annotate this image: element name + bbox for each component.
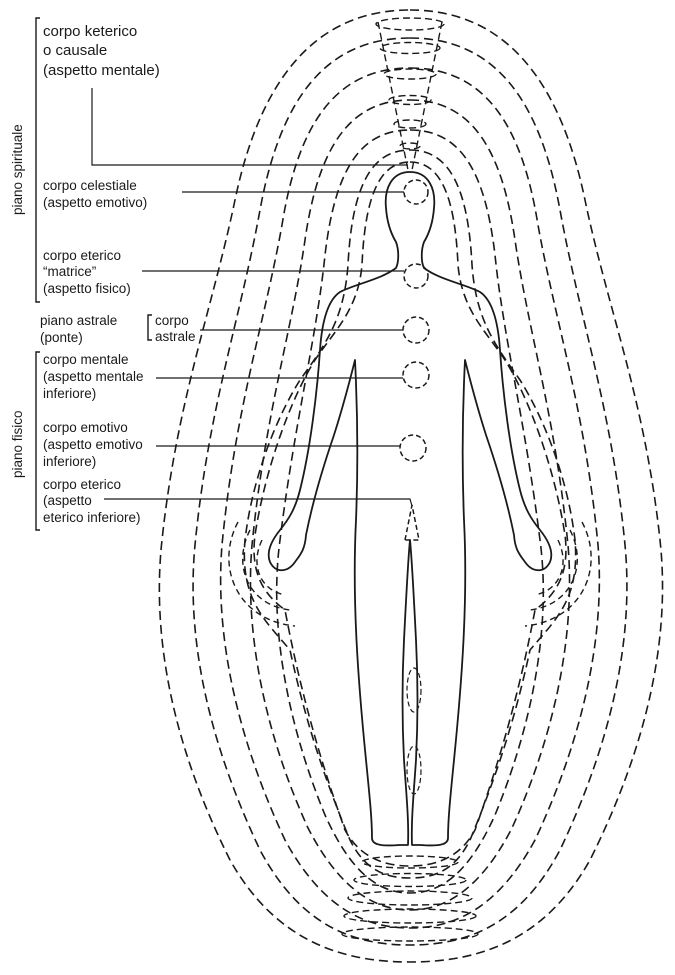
svg-text:“matrice”: “matrice” bbox=[43, 264, 96, 279]
spiritual-bracket bbox=[35, 17, 40, 303]
label-emotional: corpo emotivo (aspetto emotivo inferiore… bbox=[43, 420, 143, 469]
label-celestial: corpo celestiale (aspetto emotivo) bbox=[43, 178, 147, 210]
human-body-outline bbox=[267, 171, 553, 847]
svg-text:(ponte): (ponte) bbox=[40, 330, 83, 345]
side-brackets bbox=[35, 17, 152, 531]
aura-layer-6 bbox=[192, 37, 628, 946]
svg-text:(aspetto fisico): (aspetto fisico) bbox=[43, 281, 131, 296]
svg-text:corpo eterico: corpo eterico bbox=[43, 477, 121, 492]
svg-text:o causale: o causale bbox=[43, 42, 107, 59]
leader-keteric bbox=[91, 88, 408, 166]
leader-etheric bbox=[104, 498, 413, 507]
ground-cone bbox=[341, 855, 479, 942]
svg-text:(aspetto emotivo: (aspetto emotivo bbox=[43, 437, 143, 452]
svg-text:corpo keterico: corpo keterico bbox=[43, 23, 137, 40]
chakra-root bbox=[404, 504, 420, 541]
side-label-physical: piano fisico bbox=[10, 410, 25, 478]
label-etheric: corpo eterico (aspetto eterico inferiore… bbox=[43, 477, 141, 525]
leader-lines bbox=[91, 88, 413, 507]
svg-text:(aspetto mentale): (aspetto mentale) bbox=[43, 62, 160, 79]
aura-layer-2 bbox=[243, 149, 577, 879]
svg-text:inferiore): inferiore) bbox=[43, 454, 96, 469]
svg-text:corpo emotivo: corpo emotivo bbox=[43, 420, 128, 435]
label-astral-body: corpo astrale bbox=[155, 313, 196, 344]
physical-bracket bbox=[35, 351, 40, 531]
svg-text:corpo celestiale: corpo celestiale bbox=[43, 178, 137, 193]
svg-text:corpo: corpo bbox=[155, 313, 189, 328]
chakras bbox=[399, 179, 430, 541]
astral-bracket bbox=[147, 314, 152, 341]
svg-text:piano astrale: piano astrale bbox=[40, 313, 117, 328]
hand-auras bbox=[228, 521, 592, 627]
svg-text:astrale: astrale bbox=[155, 329, 196, 344]
aura-layers bbox=[158, 9, 664, 963]
svg-text:inferiore): inferiore) bbox=[43, 386, 96, 401]
leg-details bbox=[406, 667, 422, 795]
svg-text:eterico inferiore): eterico inferiore) bbox=[43, 510, 141, 525]
chakra-throat bbox=[403, 263, 429, 289]
label-astral-plane: piano astrale (ponte) bbox=[40, 313, 117, 345]
chakra-solar bbox=[402, 361, 430, 389]
side-label-spiritual: piano spirituale bbox=[10, 124, 25, 215]
crown-cone bbox=[375, 17, 445, 171]
svg-text:(aspetto: (aspetto bbox=[43, 493, 92, 508]
svg-text:corpo eterico: corpo eterico bbox=[43, 248, 121, 263]
chakra-heart bbox=[402, 316, 430, 344]
label-keteric: corpo keterico o causale (aspetto mental… bbox=[43, 23, 160, 79]
chakra-sacral bbox=[399, 434, 427, 462]
aura-layer-3 bbox=[275, 129, 545, 894]
aura-layer-5 bbox=[219, 67, 601, 929]
svg-text:(aspetto emotivo): (aspetto emotivo) bbox=[43, 195, 147, 210]
chakra-crown bbox=[403, 179, 429, 205]
svg-text:corpo mentale: corpo mentale bbox=[43, 352, 129, 367]
svg-text:(aspetto mentale: (aspetto mentale bbox=[43, 369, 144, 384]
aura-layer-7 bbox=[158, 9, 664, 963]
label-mental: corpo mentale (aspetto mentale inferiore… bbox=[43, 352, 144, 401]
aura-layer-4 bbox=[249, 99, 571, 911]
label-etheric-template: corpo eterico “matrice” (aspetto fisico) bbox=[43, 248, 131, 296]
